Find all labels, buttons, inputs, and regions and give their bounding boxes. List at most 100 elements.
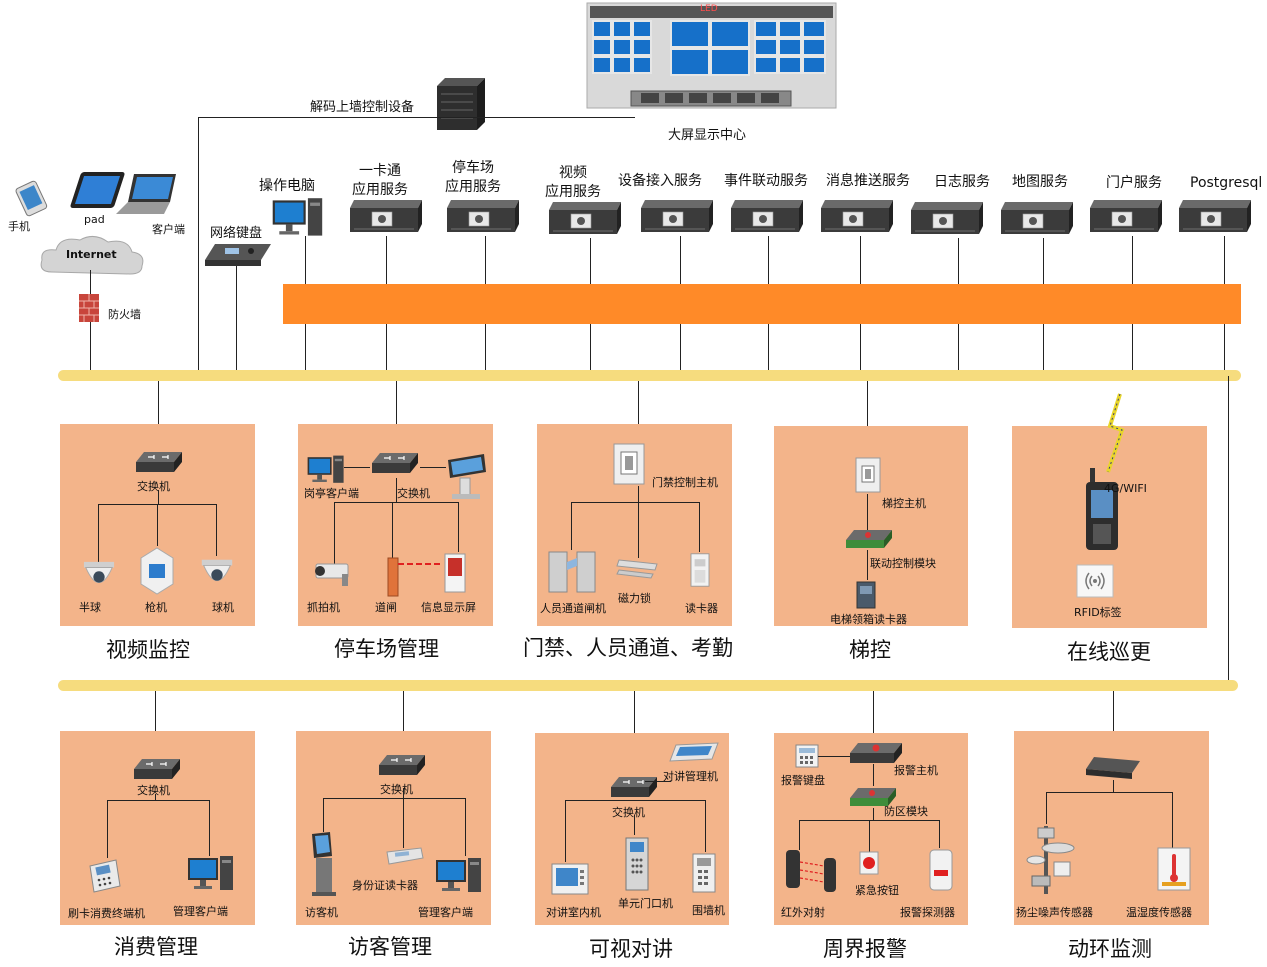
panel-title: 梯控 <box>849 638 891 662</box>
switch-label: 交换机 <box>397 487 430 500</box>
service-label-2: 视频应用服务 <box>545 165 601 200</box>
network-keyboard-icon <box>205 244 271 266</box>
elevator-reader-label: 电梯领箱读卡器 <box>830 613 907 626</box>
panel-title: 消费管理 <box>114 935 198 959</box>
operator-pc-icon <box>272 198 323 236</box>
drop-line <box>155 691 156 759</box>
patrol-terminal-icon <box>1086 468 1118 550</box>
tree-line <box>155 794 156 800</box>
service-label-8: 门户服务 <box>1106 175 1162 191</box>
dust-noise-sensor-icon <box>1026 826 1075 894</box>
network-bus-main <box>58 370 1241 381</box>
linkage-module-icon <box>846 530 892 548</box>
panel-title: 可视对讲 <box>589 937 673 961</box>
tree-line <box>1046 792 1172 793</box>
tree-line <box>565 800 566 862</box>
elevator-controller-icon <box>855 457 881 493</box>
visitor-kiosk-icon <box>312 832 336 896</box>
firewall-icon <box>79 294 99 322</box>
tree-line <box>873 808 874 820</box>
trunk-line <box>1228 376 1229 686</box>
tree-line <box>209 800 210 856</box>
device-label: 抓拍机 <box>307 601 340 614</box>
tree-line <box>344 467 370 468</box>
service-label-6: 日志服务 <box>934 174 990 190</box>
device-label: 球机 <box>212 601 234 614</box>
panel-title: 在线巡更 <box>1067 640 1151 664</box>
decoder-label: 解码上墙控制设备 <box>310 100 415 115</box>
server-icon <box>1178 199 1252 233</box>
tree-line <box>1172 792 1173 848</box>
tree-line <box>334 502 335 564</box>
tree-line <box>465 798 466 856</box>
device-label: 磁力锁 <box>618 592 651 605</box>
device-label: 身份证读卡器 <box>352 879 418 892</box>
indoor-monitor-icon <box>551 863 589 895</box>
service-label-5: 消息推送服务 <box>826 173 910 189</box>
alarm-keypad-icon <box>795 744 819 768</box>
manager-pc-icon <box>188 856 233 890</box>
infrared-beam-icon <box>786 850 836 892</box>
pad-label: pad <box>84 213 105 226</box>
switch-icon <box>135 451 183 473</box>
device-label: 人员通道闸机 <box>540 602 606 615</box>
pos-terminal-icon <box>89 859 121 893</box>
rfid-tag-icon <box>1076 564 1114 598</box>
card-reader-icon <box>690 553 710 587</box>
device-label: 信息显示屏 <box>421 601 476 614</box>
drop-line <box>158 381 159 453</box>
tree-line <box>799 820 800 850</box>
drop-line <box>403 691 404 751</box>
tablet-icon <box>70 172 125 208</box>
panel-title: 访客管理 <box>348 935 432 959</box>
monitoring-host-icon <box>1086 757 1140 779</box>
tree-line <box>867 494 868 530</box>
tree-line <box>458 502 459 552</box>
zone-module-label: 防区模块 <box>884 805 928 818</box>
panel-title: 门禁、人员通道、考勤 <box>523 636 733 660</box>
internet-cloud-icon <box>40 236 144 275</box>
tree-line <box>420 467 446 468</box>
tree-line <box>869 820 870 852</box>
id-reader-icon <box>386 847 424 865</box>
panel-title: 周界报警 <box>823 937 907 961</box>
tree-line <box>403 798 404 848</box>
tree-line <box>107 800 209 801</box>
tree-line <box>216 504 217 556</box>
device-label: 对讲室内机 <box>546 906 601 919</box>
device-label: 单元门口机 <box>618 897 673 910</box>
tree-line <box>818 756 850 757</box>
device-label: 扬尘噪声传感器 <box>1016 906 1093 919</box>
rfid-label: RFID标签 <box>1074 606 1122 619</box>
server-icon <box>349 199 423 233</box>
access-controller-icon <box>613 443 645 485</box>
device-label: 报警探测器 <box>900 906 955 919</box>
firewall-label: 防火墙 <box>108 308 141 321</box>
device-label: 道闸 <box>375 601 397 614</box>
network-bus-secondary <box>58 680 1238 691</box>
tree-line <box>638 502 639 558</box>
tree-line <box>867 550 868 580</box>
phone-icon <box>15 180 48 217</box>
tree-line <box>396 478 397 502</box>
wall-station-icon <box>692 853 716 893</box>
device-label: 半球 <box>79 601 101 614</box>
device-label: 枪机 <box>145 601 167 614</box>
turnstile-icon <box>548 551 596 593</box>
operator-pc-label: 操作电脑 <box>259 178 315 194</box>
service-label-0: 一卡通应用服务 <box>352 163 408 198</box>
device-label: 紧急按钮 <box>855 884 899 897</box>
laptop-icon <box>116 174 176 214</box>
service-label-3: 设备接入服务 <box>618 173 702 189</box>
barrier-arm <box>398 563 440 565</box>
tree-line <box>323 798 324 832</box>
switch-icon <box>133 758 181 780</box>
alarm-detector-icon <box>929 849 953 891</box>
tree-line <box>1113 780 1114 792</box>
tree-line <box>571 502 572 550</box>
drop-line <box>396 381 397 453</box>
drop-line <box>1113 691 1114 749</box>
drop-line <box>867 381 868 459</box>
tree-line <box>705 800 706 852</box>
drop-line <box>873 691 874 741</box>
